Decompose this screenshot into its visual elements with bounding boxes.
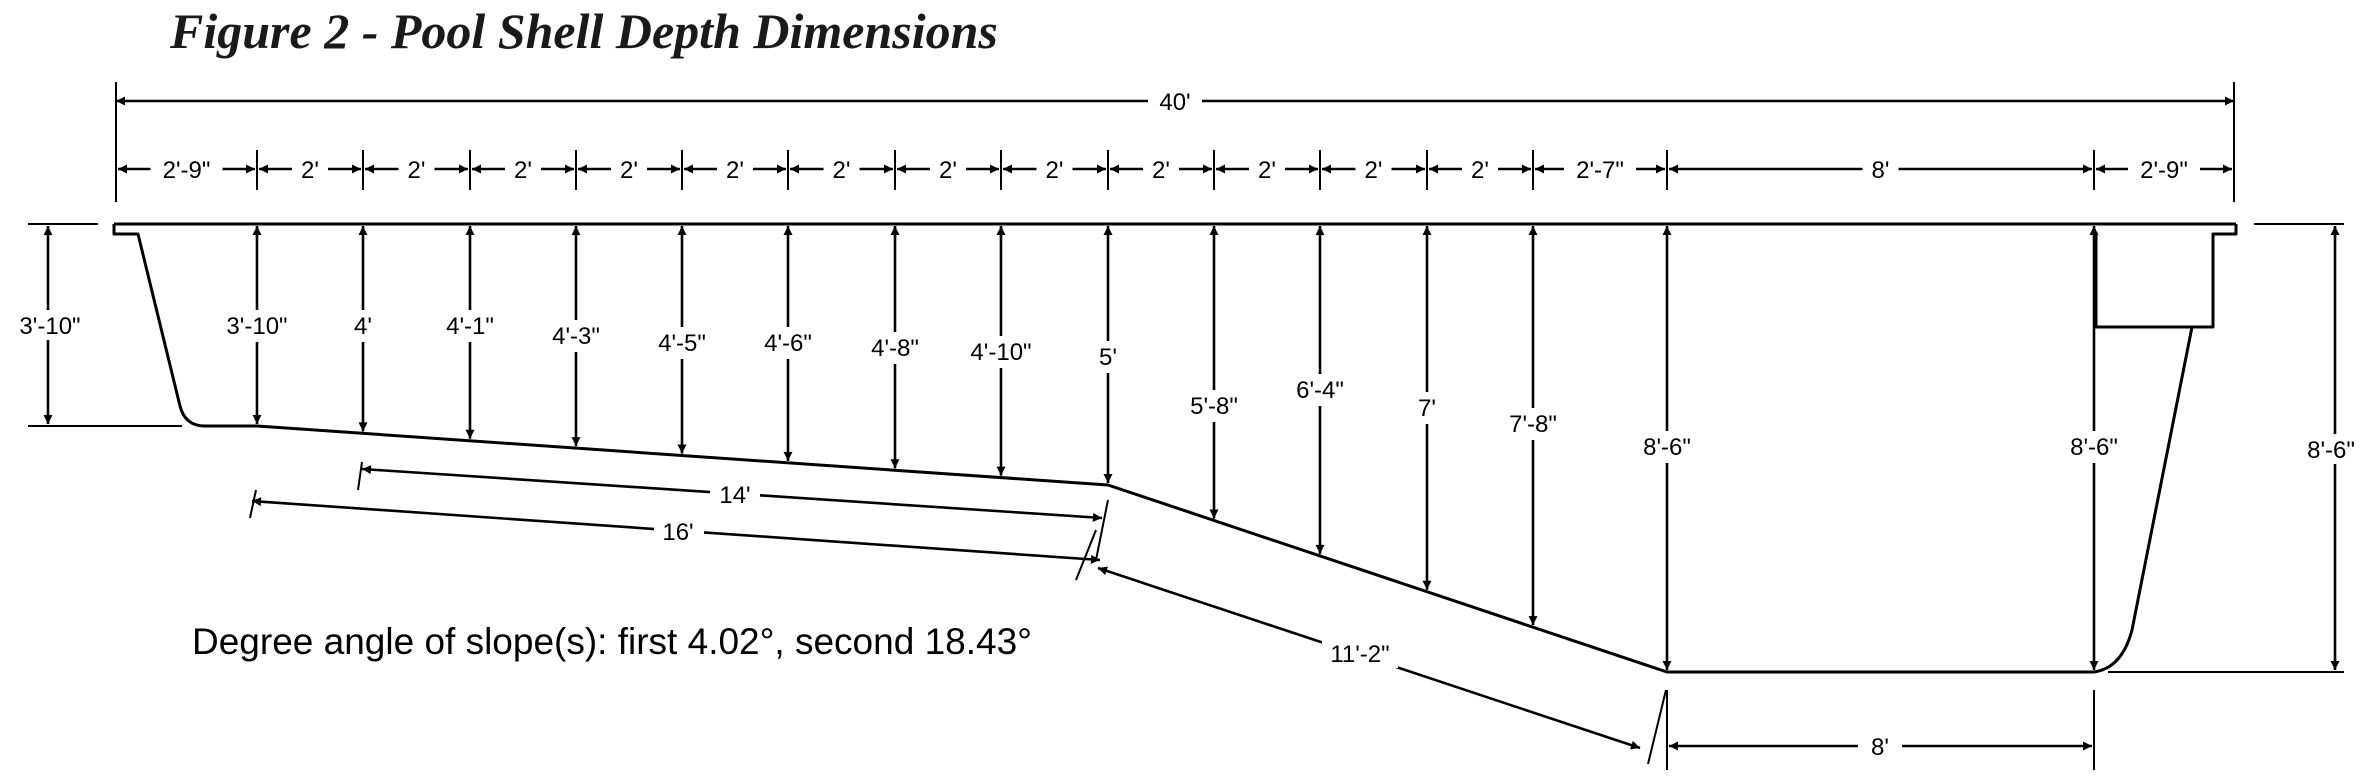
slope-angle-note: Degree angle of slope(s): first 4.02°, s… bbox=[192, 621, 1032, 662]
segment-dimension: 2' bbox=[259, 154, 361, 184]
segment-label: 2' bbox=[726, 157, 744, 184]
segment-dimension-row: 2'-9" 2' 2' 2' 2' 2' 2' 2' 2' 2' 2' 2' 2' 2'-7" 8' 2'-9… bbox=[118, 154, 2232, 184]
depth-label: 5' bbox=[1099, 344, 1117, 371]
depth-label: 7'-8" bbox=[1509, 411, 1557, 438]
depth-label: 4'-1" bbox=[446, 313, 494, 340]
segment-label: 2' bbox=[514, 157, 532, 184]
depth-label: 4'-3" bbox=[552, 323, 600, 350]
pool-shell-outline bbox=[112, 224, 2194, 674]
slope-c-label: 11'-2" bbox=[1330, 641, 1389, 668]
segment-dimension: 2' bbox=[1110, 154, 1212, 184]
depth-label: 3'-10" bbox=[226, 313, 287, 340]
segment-label: 2' bbox=[939, 157, 957, 184]
slope-a-label: 14' bbox=[719, 482, 750, 509]
depth-label: 5'-8" bbox=[1190, 393, 1238, 420]
segment-label: 2'-9" bbox=[163, 157, 211, 184]
segment-dimension: 2' bbox=[578, 154, 680, 184]
depth-label: 6'-4" bbox=[1296, 377, 1344, 404]
segment-dimension: 2' bbox=[684, 154, 786, 184]
depth-dimension: 4'-6" bbox=[750, 226, 826, 461]
overall-dimension-label: 40' bbox=[1159, 89, 1190, 116]
depth-label: 7' bbox=[1418, 395, 1436, 422]
depth-dimension: 5' bbox=[1090, 226, 1126, 483]
segment-dimension: 2' bbox=[1003, 154, 1106, 184]
figure-title: Figure 2 - Pool Shell Depth Dimensions bbox=[170, 3, 998, 59]
slope-c-tick bbox=[1647, 689, 1667, 765]
depth-dimension: 5'-8" bbox=[1176, 226, 1252, 519]
segment-dimension: 2' bbox=[472, 154, 574, 184]
slope-b-tick bbox=[249, 489, 257, 519]
segment-dimension: 2'-9" bbox=[2096, 154, 2232, 184]
segment-dimension: 2' bbox=[365, 154, 468, 184]
segment-dimension: 2' bbox=[1322, 154, 1425, 184]
depth-label: 4'-6" bbox=[764, 330, 812, 357]
left-outer-depth-label: 3'-10" bbox=[19, 313, 80, 340]
depth-dimension: 8'-6" bbox=[1629, 226, 1705, 670]
depth-dimension: 4'-10" bbox=[957, 226, 1045, 476]
right-coping bbox=[2094, 224, 2238, 329]
segment-label: 2' bbox=[1046, 157, 1064, 184]
segment-dimension: 2' bbox=[897, 154, 999, 184]
segment-dimension: 2'-7" bbox=[1535, 154, 1665, 184]
depth-label: 4'-5" bbox=[658, 330, 706, 357]
depth-dimension: 4'-3" bbox=[538, 226, 614, 447]
depth-label: 4'-8" bbox=[871, 335, 919, 362]
depth-dimension: 7'-8" bbox=[1495, 226, 1571, 626]
depth-dimension: 7' bbox=[1409, 226, 1445, 590]
segment-dimension: 2' bbox=[1429, 154, 1531, 184]
floor-dimension-label: 8' bbox=[1871, 734, 1889, 761]
depth-dimension-group: 3'-10" 4' 4'-1" 4'-3" 4'-5" 4'-6" 4'-8" 4'-10" 5… bbox=[213, 226, 2132, 670]
right-outer-depth-label: 8'-6" bbox=[2307, 437, 2355, 464]
depth-dimension: 8'-6" bbox=[2056, 226, 2132, 670]
segment-label: 2' bbox=[1365, 157, 1383, 184]
slope-break-tick-2 bbox=[1075, 529, 1097, 581]
depth-dimension: 4'-8" bbox=[857, 226, 933, 469]
slope-b-label: 16' bbox=[662, 519, 693, 546]
depth-dimension: 6'-4" bbox=[1282, 226, 1358, 554]
segment-label: 2' bbox=[301, 157, 319, 184]
depth-label: 4'-10" bbox=[970, 339, 1031, 366]
depth-dimension: 4'-5" bbox=[644, 226, 720, 454]
segment-label: 2' bbox=[1152, 157, 1170, 184]
extension-lines bbox=[115, 82, 2235, 202]
segment-label: 2' bbox=[1258, 157, 1276, 184]
segment-dimension: 2'-9" bbox=[118, 154, 255, 184]
segment-dimension: 2' bbox=[790, 154, 893, 184]
segment-label: 2' bbox=[408, 157, 426, 184]
segment-dimension: 8' bbox=[1669, 154, 2092, 184]
segment-label: 2'-9" bbox=[2140, 157, 2188, 184]
slope-break-tick-1 bbox=[1095, 499, 1109, 561]
slope-a-tick bbox=[357, 461, 363, 491]
segment-label: 2' bbox=[1471, 157, 1489, 184]
depth-label: 8'-6" bbox=[2070, 434, 2118, 461]
segment-label: 2' bbox=[620, 157, 638, 184]
segment-label: 2'-7" bbox=[1576, 157, 1624, 184]
depth-label: 4' bbox=[354, 313, 372, 340]
segment-label: 8' bbox=[1872, 157, 1890, 184]
depth-dimension: 4'-1" bbox=[432, 226, 508, 439]
segment-label: 2' bbox=[833, 157, 851, 184]
depth-label: 8'-6" bbox=[1643, 434, 1691, 461]
depth-dimension: 3'-10" bbox=[213, 226, 301, 424]
segment-dimension: 2' bbox=[1216, 154, 1318, 184]
depth-dimension: 4' bbox=[345, 226, 381, 432]
